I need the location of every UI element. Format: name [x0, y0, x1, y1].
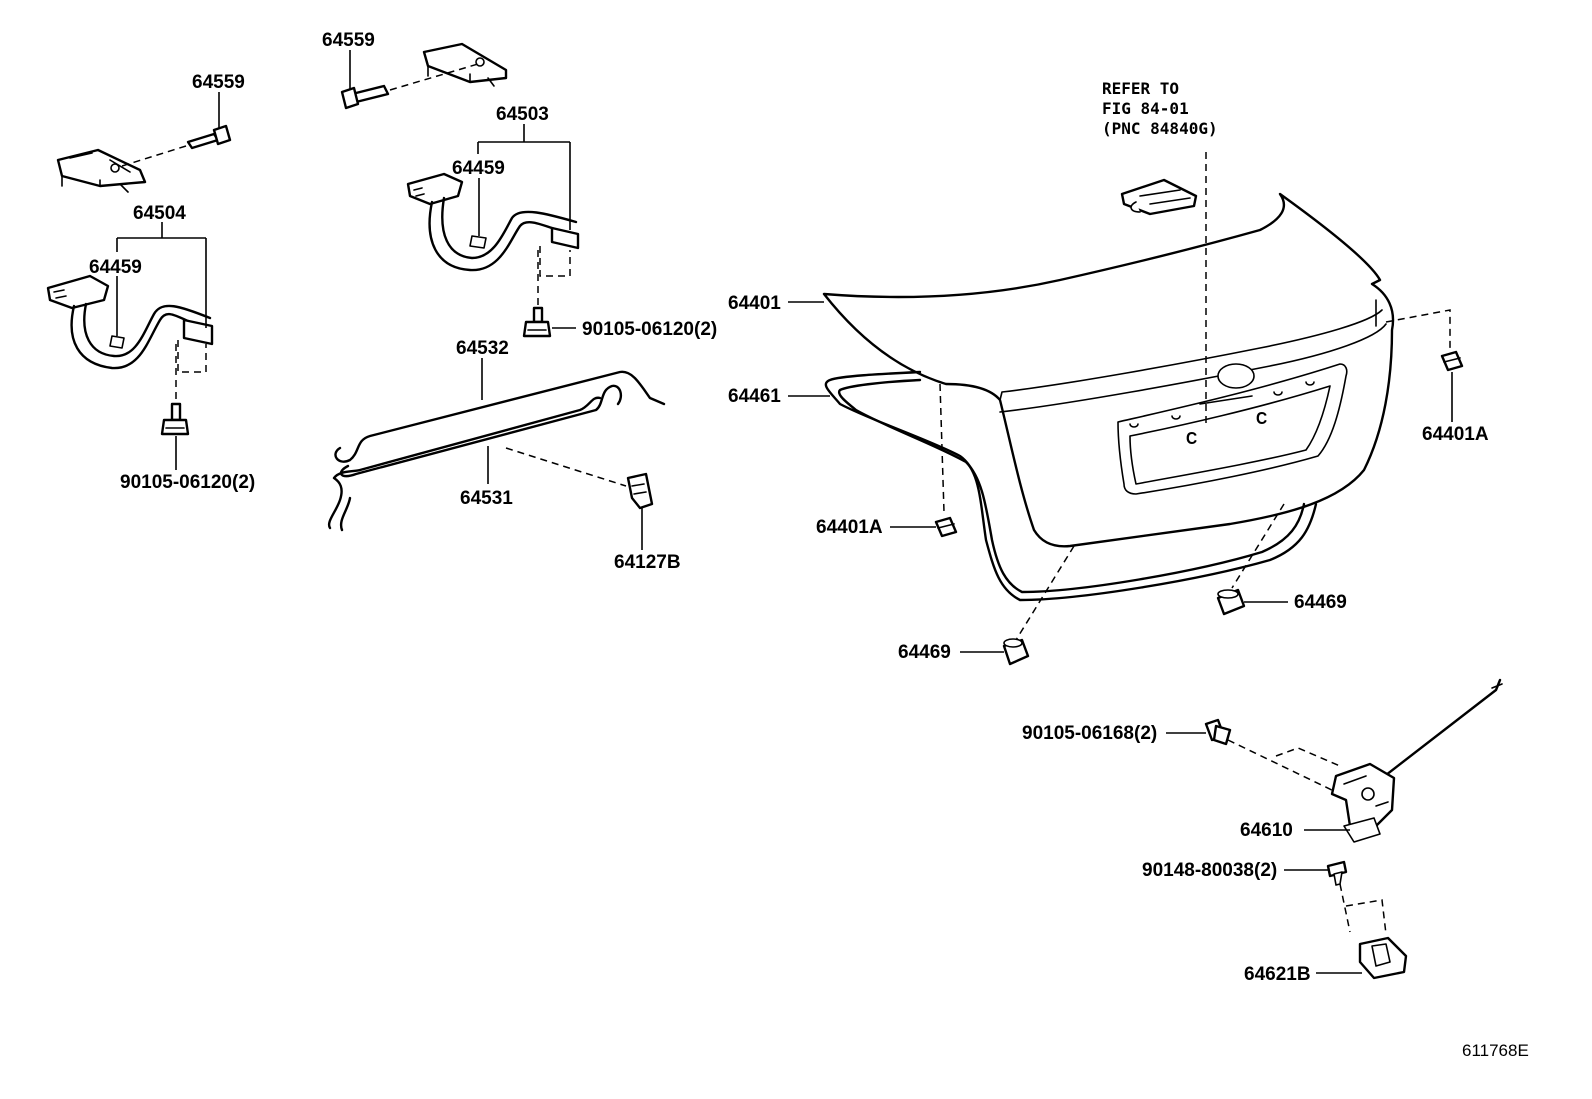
- lock-assembly-64610: [1330, 762, 1396, 843]
- label-64469-right: 64469: [1294, 592, 1347, 613]
- label-64559-left: 64559: [192, 72, 245, 93]
- hinge-bolt-64559-left: [186, 124, 232, 150]
- label-64401A-right: 64401A: [1422, 424, 1489, 445]
- bolt-90105-06168: [1204, 718, 1232, 746]
- figure-code: 611768E: [1462, 1041, 1529, 1060]
- label-64461: 64461: [728, 386, 781, 407]
- clip-64127B: [626, 472, 654, 510]
- plate-mark-c1: C: [1186, 428, 1197, 448]
- leader-64504: [116, 222, 207, 328]
- bumper-64401A-right: [1440, 350, 1464, 372]
- leader-64503: [477, 124, 571, 230]
- label-64559-center: 64559: [322, 30, 375, 51]
- label-64127B: 64127B: [614, 552, 681, 573]
- hinge-arm-64504: [46, 274, 214, 370]
- label-64610: 64610: [1240, 820, 1293, 841]
- torsion-bar-64531: [327, 396, 602, 532]
- striker-64621B: [1358, 936, 1408, 980]
- label-90105-06168: 90105-06168(2): [1022, 723, 1157, 744]
- label-90148: 90148-80038(2): [1142, 860, 1277, 881]
- hinge-mount-bracket-center: [422, 42, 508, 87]
- label-90105-left: 90105-06120(2): [120, 472, 255, 493]
- plate-mark-c2: C: [1256, 408, 1267, 428]
- torsion-bar-64532: [334, 370, 666, 478]
- refer-line-1: REFER TO: [1102, 79, 1179, 98]
- label-64459-left: 64459: [89, 257, 142, 278]
- label-64459-center: 64459: [452, 158, 505, 179]
- hinge-arm-64503: [406, 172, 580, 272]
- label-64469-left: 64469: [898, 642, 951, 663]
- label-64531: 64531: [460, 488, 513, 509]
- refer-line-2: FIG 84-01: [1102, 99, 1189, 118]
- cushion-64469-left: [1002, 638, 1030, 666]
- bolt-90105-left: [160, 402, 190, 436]
- label-64532: 64532: [456, 338, 509, 359]
- cushion-64469-right: [1216, 588, 1246, 616]
- bolt-90148-80038: [1326, 860, 1348, 886]
- label-90105-center: 90105-06120(2): [582, 319, 717, 340]
- label-64621B: 64621B: [1244, 964, 1311, 985]
- weatherstrip-64461: [824, 370, 1318, 602]
- bolt-90105-center: [522, 306, 552, 338]
- label-64401A-left: 64401A: [816, 517, 883, 538]
- emblem-bracket-84840G: [1120, 178, 1198, 216]
- label-64504: 64504: [133, 203, 186, 224]
- label-64401: 64401: [728, 293, 781, 314]
- hinge-bolt-64559-center: [340, 84, 390, 110]
- hinge-mount-bracket-left: [56, 148, 147, 193]
- bumper-64401A-left: [934, 516, 958, 538]
- label-64503: 64503: [496, 104, 549, 125]
- trunk-lid-64401: [822, 192, 1395, 548]
- lock-cable: [1362, 678, 1503, 794]
- refer-line-3: (PNC 84840G): [1102, 119, 1218, 138]
